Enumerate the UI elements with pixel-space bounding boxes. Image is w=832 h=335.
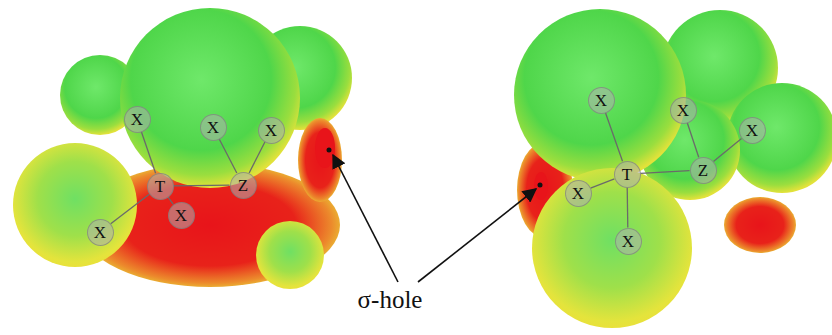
atom-symbol: X <box>175 207 187 224</box>
bond-line <box>173 185 229 187</box>
bond-line <box>111 194 150 224</box>
atom-symbol: X <box>595 92 607 109</box>
atom-symbol: X <box>207 119 219 136</box>
atom-circle: X <box>124 106 151 133</box>
sigma-hole-label: σ-hole <box>358 286 423 314</box>
atom-circle: X <box>168 202 195 229</box>
atom-circle: X <box>739 117 766 144</box>
atom-symbol: X <box>131 111 143 128</box>
atom-symbol: T <box>155 178 165 195</box>
bond-line <box>713 139 741 162</box>
atom-circle: X <box>588 87 615 114</box>
sigma-hole-dot <box>538 183 543 188</box>
atom-circle: T <box>147 173 174 200</box>
right-molecule <box>514 9 832 328</box>
atom-sphere <box>532 168 692 328</box>
bond-line <box>605 113 622 162</box>
leader-arrow <box>333 155 398 282</box>
atom-circle: X <box>258 117 285 144</box>
atom-symbol: X <box>677 102 689 119</box>
bond-line <box>168 197 173 204</box>
atom-circle: Z <box>230 172 257 199</box>
atom-circle: X <box>670 97 697 124</box>
bond-line <box>687 123 698 157</box>
atom-symbol: Z <box>238 177 248 194</box>
atom-symbol: X <box>746 122 758 139</box>
atom-circle: X <box>615 228 642 255</box>
sigma-hole-region <box>534 172 548 200</box>
atom-sphere <box>727 83 832 193</box>
bond-line <box>591 179 615 188</box>
atom-circle: Z <box>690 157 717 184</box>
atom-symbol: X <box>94 224 106 241</box>
atom-symbol: Z <box>698 162 708 179</box>
atom-circle: X <box>200 114 227 141</box>
sigma-hole-region <box>315 128 335 168</box>
atom-symbol: X <box>572 185 584 202</box>
atom-circle: T <box>614 161 641 188</box>
leader-arrows <box>327 148 543 283</box>
negative-region <box>724 197 796 253</box>
atom-sphere <box>514 9 686 181</box>
left-molecule <box>13 8 352 289</box>
bond-line <box>640 171 689 174</box>
atom-symbol: X <box>265 122 277 139</box>
bond-line <box>141 132 155 173</box>
atom-symbol: X <box>622 233 634 250</box>
sigma-hole-dot <box>327 148 332 153</box>
leader-arrow <box>418 189 536 282</box>
atom-sphere <box>256 221 324 289</box>
bond-line <box>219 139 237 173</box>
atom-circle: X <box>565 180 592 207</box>
bond-line <box>249 142 265 173</box>
bond-line <box>627 187 629 227</box>
atom-sphere <box>13 143 137 267</box>
atom-sphere <box>120 8 300 188</box>
atom-circle: X <box>87 219 114 246</box>
atom-symbol: T <box>622 166 632 183</box>
